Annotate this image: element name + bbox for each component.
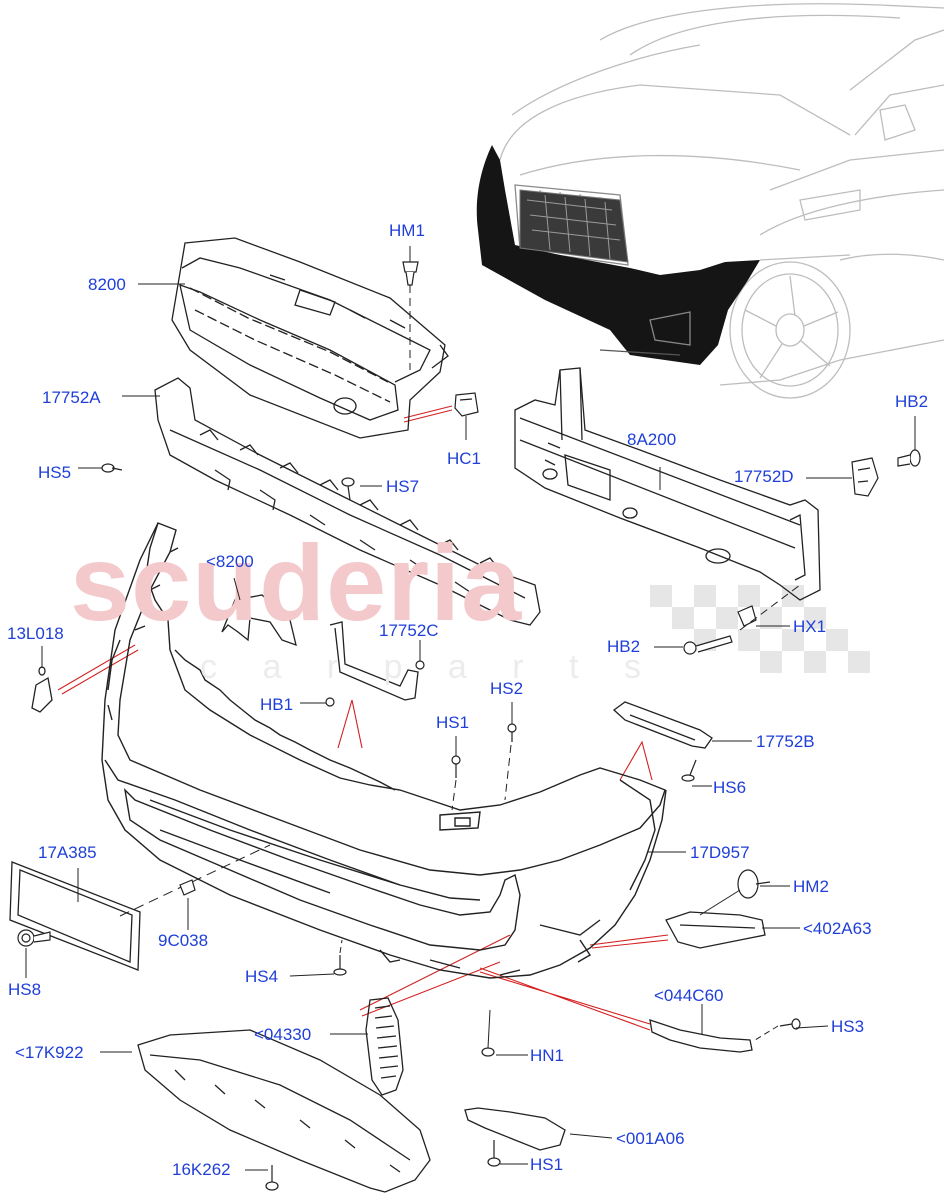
label-hs2[interactable]: HS2	[490, 679, 524, 698]
label-lt001a06[interactable]: <001A06	[616, 1129, 685, 1148]
red-leader-lines	[57, 405, 669, 1031]
label-lt044c60[interactable]: <044C60	[654, 986, 724, 1005]
screw-hs5	[101, 463, 123, 473]
label-16k262[interactable]: 16K262	[172, 1160, 231, 1179]
undertray-17k922	[137, 1029, 431, 1193]
screw-17752c	[415, 660, 425, 670]
screw-hs7	[341, 477, 355, 501]
bracket-17752c	[329, 621, 419, 701]
screw-hs2	[507, 723, 517, 742]
nut-hb1	[325, 697, 335, 707]
bumper-cover-17d957	[101, 522, 667, 979]
label-hs7[interactable]: HS7	[386, 477, 420, 496]
label-hs4[interactable]: HS4	[245, 967, 279, 986]
grille-8200	[171, 237, 449, 439]
nut-hn1	[481, 1047, 495, 1057]
label-13l018[interactable]: 13L018	[7, 624, 64, 643]
label-hs5[interactable]: HS5	[38, 463, 72, 482]
label-hx1[interactable]: HX1	[793, 617, 827, 636]
label-hs8[interactable]: HS8	[8, 980, 42, 999]
label-hn1[interactable]: HN1	[530, 1046, 565, 1065]
cover-8200	[221, 594, 297, 647]
strip-044c60	[649, 1019, 753, 1053]
rivet-hm2	[737, 869, 771, 899]
label-17752b[interactable]: 17752B	[756, 732, 815, 751]
label-8200[interactable]: 8200	[88, 275, 126, 294]
label-lt8200[interactable]: <8200	[206, 552, 254, 571]
clip-hm1	[402, 261, 419, 286]
label-hb2-mid[interactable]: HB2	[607, 637, 641, 656]
label-hc1[interactable]: HC1	[447, 449, 482, 468]
vent-04330	[365, 997, 404, 1096]
label-lt402a63[interactable]: <402A63	[803, 919, 872, 938]
label-17752a[interactable]: 17752A	[42, 388, 101, 407]
clip-hc1	[454, 392, 479, 417]
label-17d957[interactable]: 17D957	[690, 843, 750, 862]
label-17752d[interactable]: 17752D	[734, 467, 794, 486]
bracket-13l018	[31, 666, 53, 713]
trim-001a06	[464, 1107, 566, 1151]
bolt-hs8	[17, 929, 51, 947]
label-hb1[interactable]: HB1	[260, 695, 294, 714]
energy-absorber-17752a	[154, 377, 541, 626]
label-hm2[interactable]: HM2	[793, 877, 829, 896]
label-hs6[interactable]: HS6	[713, 778, 747, 797]
label-hs1-top[interactable]: HS1	[436, 713, 470, 732]
label-hm1[interactable]: HM1	[389, 221, 425, 240]
label-lt17k922[interactable]: <17K922	[15, 1043, 84, 1062]
label-hb2-top[interactable]: HB2	[895, 392, 929, 411]
highlighted-bumper	[476, 145, 760, 365]
label-9c038[interactable]: 9C038	[158, 931, 209, 950]
label-17752c[interactable]: 17752C	[379, 621, 439, 640]
label-lt04330[interactable]: <04330	[254, 1025, 312, 1044]
screw-hs3	[779, 1018, 801, 1030]
bracket-17752b	[612, 701, 713, 749]
label-17a385[interactable]: 17A385	[38, 843, 97, 862]
bracket-17752d	[851, 457, 879, 497]
screw-hs1-bottom	[487, 1140, 501, 1167]
watermark-checker	[650, 585, 870, 673]
screw-hs4	[333, 955, 347, 976]
pushpin-16k262	[265, 1165, 279, 1191]
screw-hs1-top	[451, 755, 461, 778]
bolt-hb2-mid	[683, 635, 733, 655]
label-8a200[interactable]: 8A200	[627, 430, 677, 449]
bolt-hb2-top	[897, 449, 921, 467]
screw-hs6	[681, 759, 697, 782]
bracket-402a63	[665, 911, 766, 949]
clip-hx1	[737, 605, 757, 627]
plate-17a385	[9, 861, 141, 971]
label-hs1-bottom[interactable]: HS1	[530, 1155, 564, 1174]
clip-9c038	[179, 879, 196, 896]
label-hs3[interactable]: HS3	[831, 1017, 865, 1036]
